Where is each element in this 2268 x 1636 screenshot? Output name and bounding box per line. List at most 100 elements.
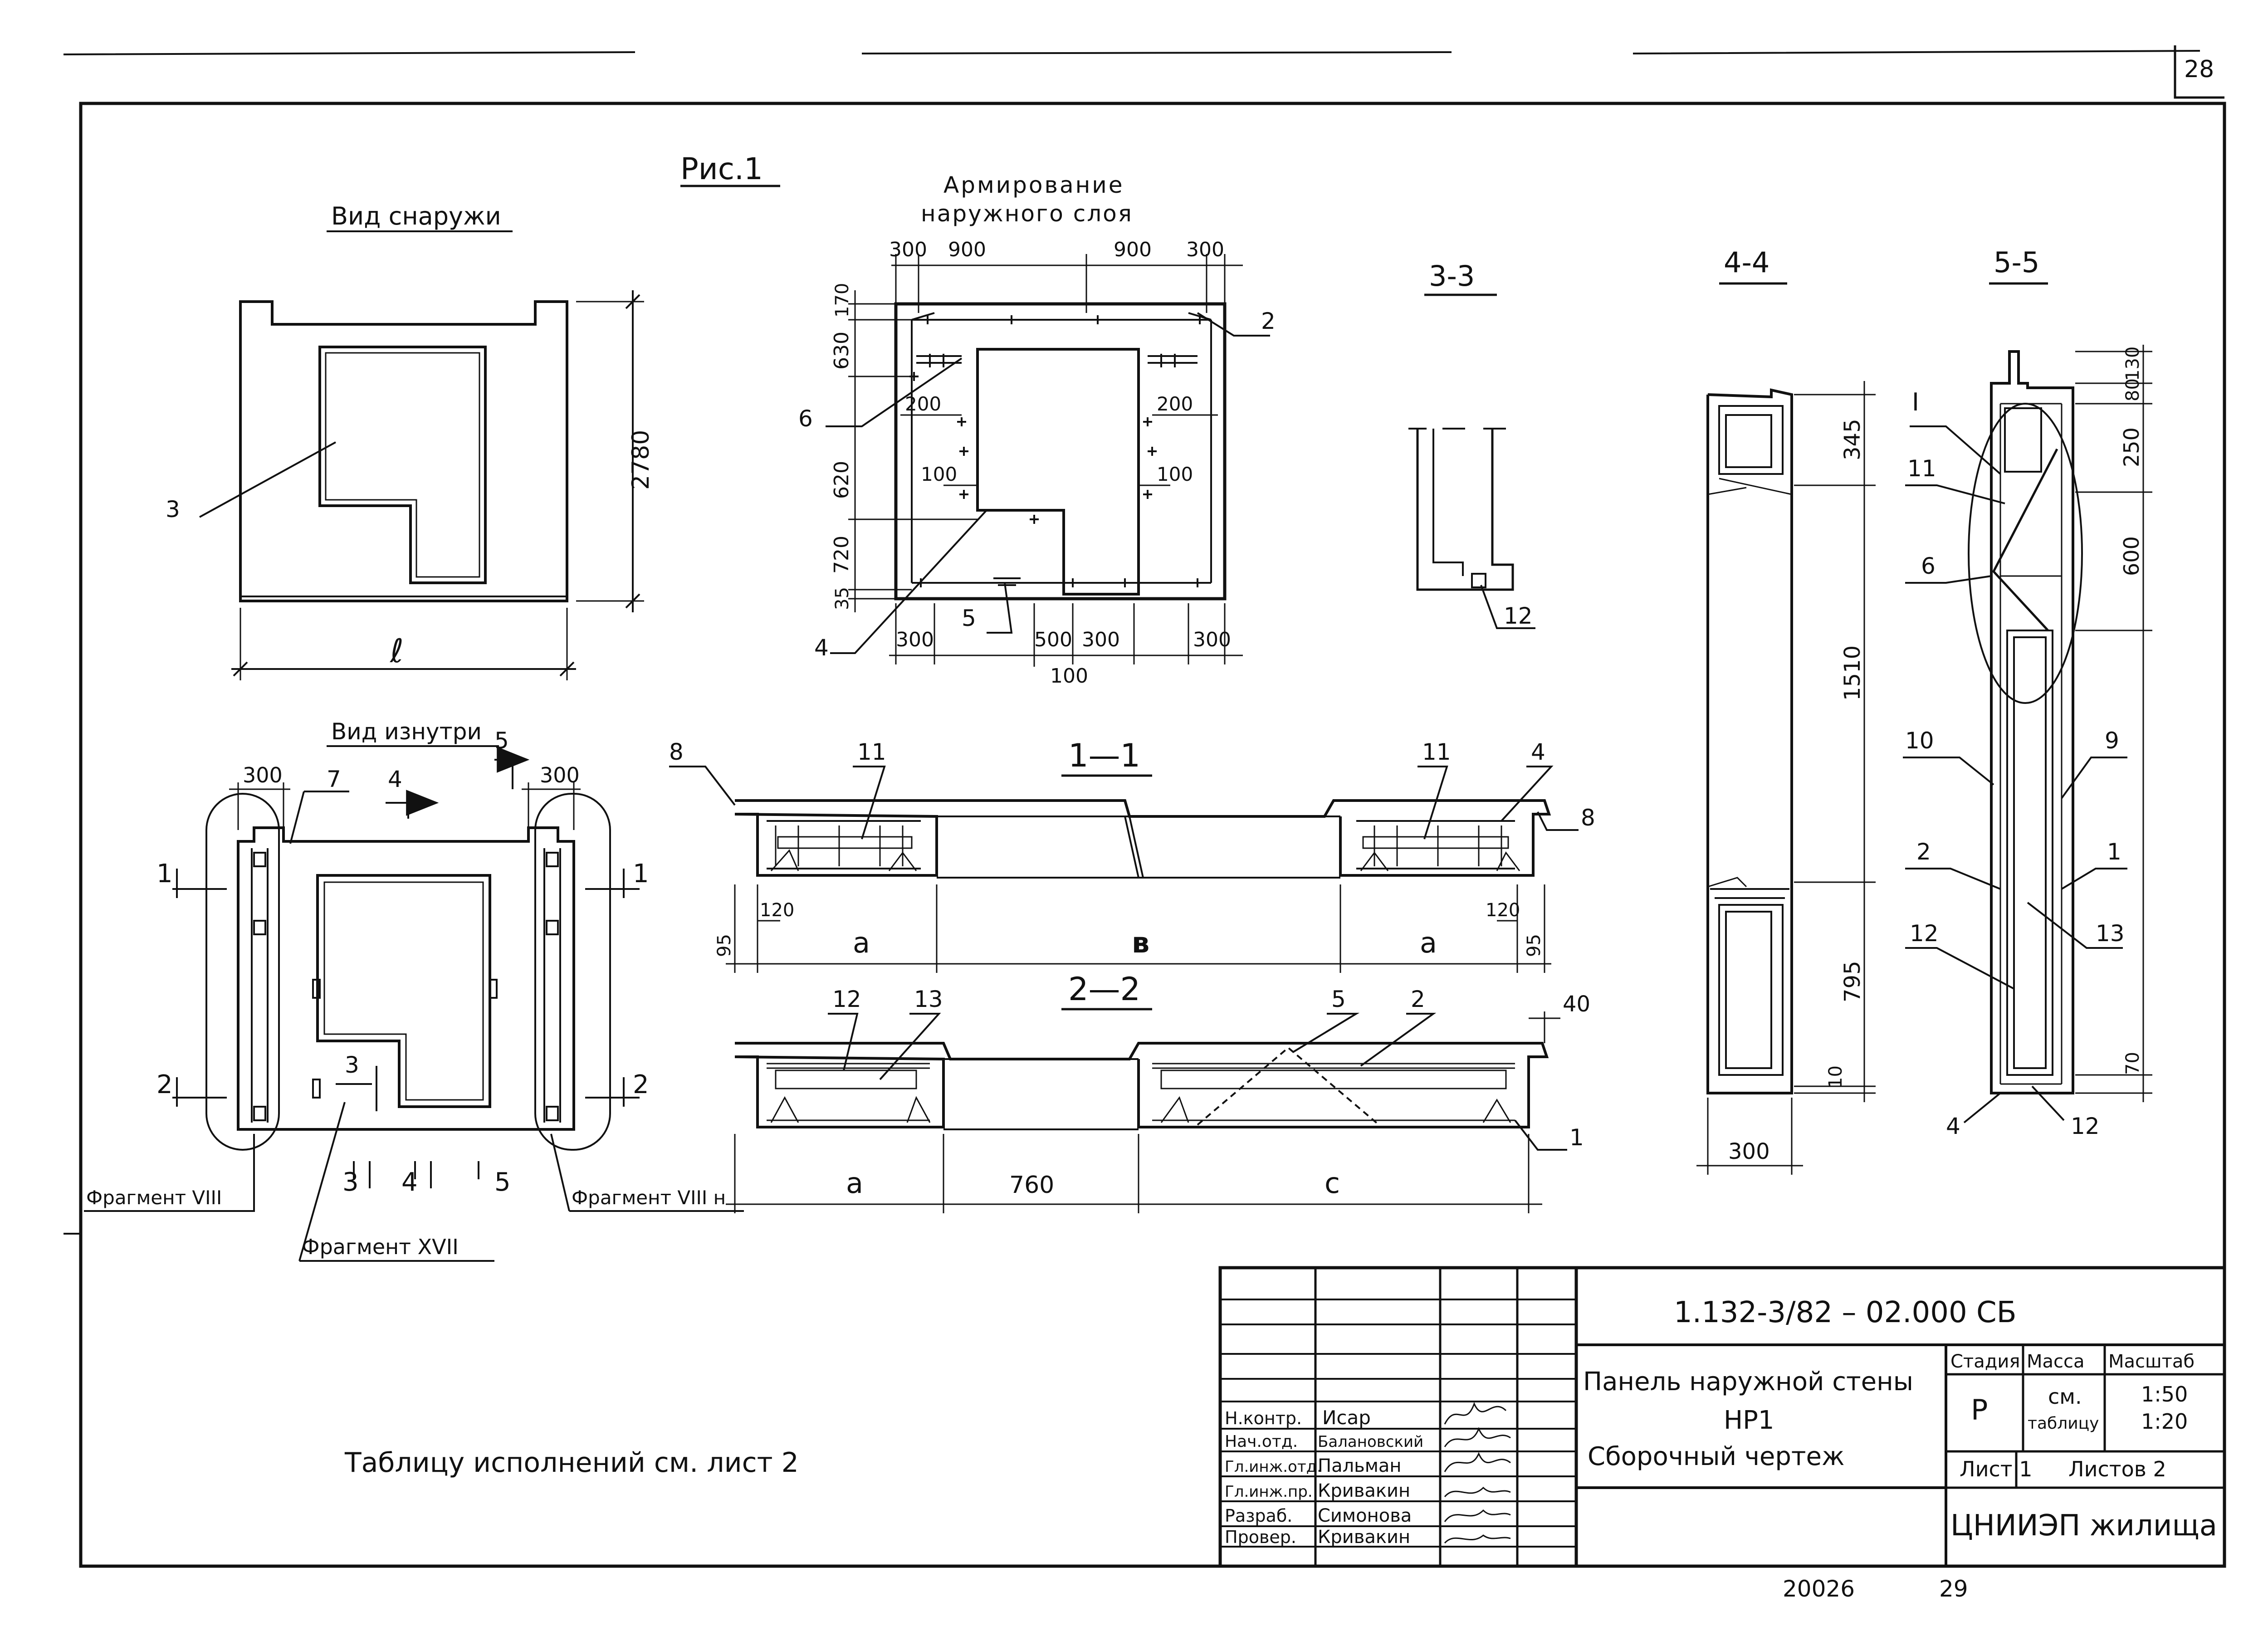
sec44-dim-345: 345 [1840, 419, 1865, 460]
reinf-inner-dim-2: 200 [1157, 393, 1193, 415]
sec11-dim-120-right: 120 [1486, 900, 1520, 921]
inside-callout-1-left: 1 [156, 859, 173, 889]
inside-top-dim-2: 300 [540, 763, 580, 787]
sec11-callout-8-left: 8 [669, 739, 684, 765]
view-reinforcement: Армирование наружного слоя [798, 172, 1276, 688]
section-3-3-title: 3-3 [1429, 259, 1475, 293]
sec22-callout-5: 5 [1331, 986, 1346, 1012]
reinf-top-dim-3: 900 [1114, 238, 1152, 261]
sec44-dim-10: 10 [1825, 1065, 1846, 1089]
sec55-dim-130: 130 [2122, 347, 2143, 381]
inside-callout-2-left: 2 [156, 1070, 173, 1099]
sec22-profile [734, 1042, 1549, 1128]
sec44-profile [1706, 388, 1793, 1094]
sec55-callout-I: I [1912, 388, 1919, 416]
role-1: Н.контр. [1225, 1408, 1302, 1428]
sec22-callout-13: 13 [914, 986, 943, 1012]
reinforcement-title-2: наружного слоя [921, 200, 1133, 227]
view-inside: Вид изнутри 300 300 7 4 5 1 1 2 2 3 [84, 718, 744, 1262]
title-line-2: НР1 [1724, 1406, 1774, 1435]
mass-value-1: см. [2048, 1384, 2082, 1409]
section-4-4: 4-4 345 1510 795 10 300 [1696, 246, 1876, 1175]
name-1: Исар [1322, 1406, 1371, 1429]
outside-height-dim: 2780 [627, 430, 655, 490]
sec55-profile [1990, 350, 2074, 1094]
title-block [1218, 1266, 2226, 1568]
sec55-detail-circle [1968, 403, 2083, 704]
sheet-frame [63, 45, 2226, 1568]
sec22-callout-2: 2 [1411, 986, 1425, 1012]
sheet-label: Лист 1 [1960, 1457, 2032, 1481]
role-5: Разраб. [1225, 1506, 1292, 1526]
sec11-dim-95-right: 95 [1524, 934, 1545, 957]
fragment-VIII-outline [205, 793, 280, 1151]
archive-number-2: 29 [1939, 1576, 1968, 1602]
reinf-inner-dim-3: 100 [921, 463, 957, 485]
section-1-1-title: 1—1 [1068, 737, 1140, 774]
sec55-callout-12b: 12 [2071, 1113, 2100, 1139]
sec11-callout-11-right: 11 [1422, 739, 1451, 765]
doc-code: 1.132-3/82 – 02.000 СБ [1674, 1296, 2017, 1329]
reinf-bottom-dim-2: 300 [1193, 628, 1231, 651]
sec11-dim-120-left: 120 [760, 900, 794, 921]
sec55-callout-1: 1 [2107, 839, 2121, 865]
scale-value-1: 1:50 [2141, 1382, 2188, 1406]
name-2: Балановский [1318, 1433, 1423, 1451]
section-1-1: 1—1 95 120 a в a 120 95 8 11 11 4 8 [669, 737, 1595, 973]
reinf-inner-dim-4: 100 [1157, 463, 1193, 485]
fragment-VIIIn-label: Фрагмент VIII н [572, 1187, 726, 1209]
role-6: Провер. [1225, 1527, 1296, 1547]
inside-callout-3-bottom: 3 [342, 1167, 359, 1197]
section-2-2: 2—2 a 760 c 40 12 13 5 2 1 [726, 971, 1590, 1213]
stage-value: Р [1971, 1393, 1988, 1426]
sec22-dim-760: 760 [1009, 1172, 1054, 1199]
sec11-dim-95-left: 95 [714, 934, 735, 957]
reinf-opening [976, 348, 1140, 596]
reinf-left-dim-5: 35 [832, 587, 853, 610]
outside-width-dim: ℓ [389, 632, 404, 670]
sec33-callout-12: 12 [1504, 603, 1533, 629]
section-5-5: 5-5 130 80 250 600 70 I 11 6 10 9 2 1 12… [1903, 246, 2152, 1139]
fragment-VIIIn-outline [534, 793, 611, 1151]
inside-callout-3-inner: 3 [345, 1052, 359, 1078]
sec55-callout-6: 6 [1921, 553, 1936, 579]
role-4: Гл.инж.пр. [1225, 1483, 1313, 1501]
sec55-callout-9: 9 [2105, 728, 2119, 754]
inside-top-dim-1: 300 [243, 763, 283, 787]
name-4: Кривакин [1318, 1480, 1410, 1501]
name-6: Кривакин [1318, 1527, 1410, 1548]
sec55-callout-11: 11 [1907, 455, 1936, 482]
reinf-callout-5: 5 [962, 605, 976, 631]
fragment-XVII-label: Фрагмент XVII [302, 1235, 459, 1259]
sec22-dim-40: 40 [1563, 991, 1590, 1017]
view-outside-title: Вид снаружи [331, 202, 501, 230]
name-5: Симонова [1318, 1505, 1412, 1526]
sheets-label: Листов 2 [2068, 1457, 2166, 1481]
reinf-left-dim-1: 170 [832, 283, 853, 317]
organization: ЦНИИЭП жилища [1950, 1509, 2217, 1543]
section-2-2-title: 2—2 [1068, 971, 1140, 1008]
header-stage: Стадия [1950, 1351, 2020, 1372]
reinf-callout-2: 2 [1261, 308, 1276, 334]
sec11-profile [734, 799, 1551, 877]
sec22-dim-c: c [1325, 1167, 1340, 1200]
reinf-left-dim-3: 620 [830, 461, 853, 499]
reinf-top-dim-1: 300 [889, 238, 927, 261]
callout-3: 3 [166, 496, 180, 523]
header-scale: Масштаб [2108, 1351, 2195, 1372]
section-3-3: 3-3 12 [1408, 259, 1535, 629]
sec22-callout-1: 1 [1569, 1124, 1584, 1151]
sec11-dim-a-left: a [853, 926, 870, 959]
fragment-VIII-label: Фрагмент VIII [86, 1187, 222, 1209]
inside-callout-7: 7 [327, 766, 341, 792]
sec11-callout-4: 4 [1531, 739, 1545, 765]
reinf-bars [911, 312, 1212, 586]
reinf-callout-6: 6 [798, 405, 813, 432]
sec11-dim-a-right: a [1420, 926, 1437, 959]
view-inside-title: Вид изнутри [331, 718, 482, 745]
inside-callout-2-right: 2 [633, 1070, 649, 1099]
sec11-callout-11-left: 11 [857, 739, 886, 765]
reinf-left-dim-4: 720 [830, 536, 853, 574]
window-opening [318, 346, 487, 584]
reinforcement-title-1: Армирование [943, 172, 1124, 198]
